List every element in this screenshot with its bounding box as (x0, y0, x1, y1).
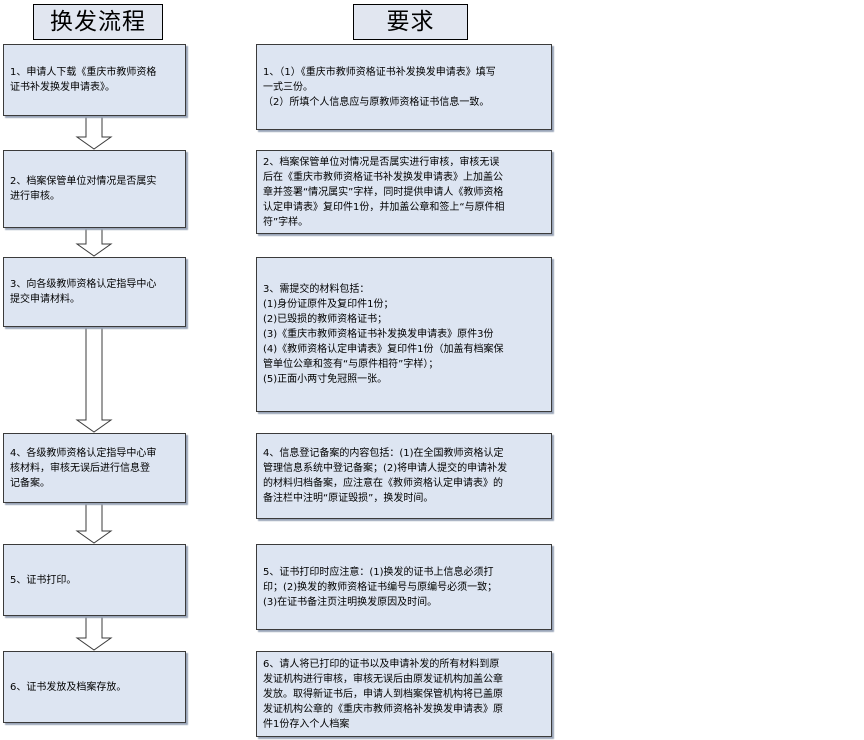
step-box-5: 5、证书打印。 (3, 544, 186, 616)
step-2-line-2: 进行审核。 (10, 191, 60, 202)
req-5-line-2: 印；(2)换发的教师资格证书编号与原编号必须一致； (263, 581, 498, 593)
req-4-line-4: 备注栏中注明“原证毁损”，换发时间。 (263, 493, 434, 504)
req-1-line-2: 一式三份。 (263, 81, 313, 93)
req-2-line-4: 认定申请表》复印件1份，并加盖公章和签上“与原件相 (263, 201, 505, 213)
step-1-line-1: 1、申请人下载《重庆市教师资格 (10, 67, 157, 78)
step-box-4: 4、各级教师资格认定指导中心审 核材料，审核无误后进行信息登 记备案。 (3, 433, 186, 503)
requirement-text-4: 4、信息登记备案的内容包括：(1)在全国教师资格认定 管理信息系统中登记备案；(… (263, 446, 545, 506)
requirement-box-3: 3、需提交的材料包括： (1)身份证原件及复印件1份； (2)已毁损的教师资格证… (256, 257, 552, 412)
down-arrow-icon (75, 327, 113, 433)
down-arrow-icon (75, 116, 113, 150)
req-6-line-3: 发放。取得新证书后，申请人到档案保管机构将已盖原 (263, 688, 503, 700)
req-3-line-6: 管单位公章和签有“与原件相符”字样）； (263, 359, 439, 370)
step-4-line-3: 记备案。 (10, 477, 50, 489)
requirement-box-6: 6、请人将已打印的证书以及申请补发的所有材料到原 发证机构进行审核，审核无误后由… (256, 651, 552, 737)
req-6-line-2: 发证机构进行审核，审核无误后由原发证机构加盖公章 (263, 673, 503, 685)
requirement-text-5: 5、证书打印时应注意：(1)换发的证书上信息必须打 印；(2)换发的教师资格证书… (263, 565, 545, 610)
process-header: 换发流程 (33, 4, 163, 40)
step-5-line-1: 5、证书打印。 (10, 574, 77, 586)
down-arrow-icon (75, 228, 113, 257)
req-6-line-4: 发证机构公章的《重庆市教师资格补发换发申请表》原 (263, 703, 503, 715)
req-2-line-5: 符”字样。 (263, 216, 309, 228)
requirement-box-2: 2、档案保管单位对情况是否属实进行审核，审核无误 后在《重庆市教师资格证书补发换… (256, 150, 552, 234)
requirement-text-3: 3、需提交的材料包括： (1)身份证原件及复印件1份； (2)已毁损的教师资格证… (263, 282, 545, 387)
down-arrow-icon (75, 503, 113, 544)
req-5-line-3: (3)在证书备注页注明换发原因及时间。 (263, 596, 438, 608)
step-text-2: 2、档案保管单位对情况是否属实 进行审核。 (10, 174, 179, 204)
step-text-6: 6、证书发放及档案存放。 (10, 680, 179, 695)
step-4-line-1: 4、各级教师资格认定指导中心审 (10, 447, 157, 459)
req-2-line-2: 后在《重庆市教师资格证书补发换发申请表》上加盖公 (263, 171, 503, 183)
req-6-line-1: 6、请人将已打印的证书以及申请补发的所有材料到原 (263, 658, 500, 670)
step-text-5: 5、证书打印。 (10, 573, 179, 588)
req-1-line-1: 1、（1）《重庆市教师资格证书补发换发申请表》填写 (263, 66, 496, 78)
req-4-line-3: 的材料归档备案，应注意在《教师资格认定申请表》的 (263, 478, 503, 489)
step-text-3: 3、向各级教师资格认定指导中心 提交申请材料。 (10, 277, 179, 307)
req-5-line-1: 5、证书打印时应注意：(1)换发的证书上信息必须打 (263, 566, 494, 578)
requirements-header: 要求 (353, 4, 468, 40)
step-1-line-2: 证书补发换发申请表》。 (10, 82, 115, 93)
req-3-line-2: (1)身份证原件及复印件1份； (263, 299, 394, 310)
req-2-line-3: 章并签署“情况属实”字样，同时提供申请人《教师资格 (263, 186, 504, 198)
step-text-4: 4、各级教师资格认定指导中心审 核材料，审核无误后进行信息登 记备案。 (10, 446, 179, 491)
req-2-line-1: 2、档案保管单位对情况是否属实进行审核，审核无误 (263, 156, 500, 168)
step-4-line-2: 核材料，审核无误后进行信息登 (10, 462, 150, 474)
req-4-line-1: 4、信息登记备案的内容包括：(1)在全国教师资格认定 (263, 448, 504, 459)
requirement-text-6: 6、请人将已打印的证书以及申请补发的所有材料到原 发证机构进行审核，审核无误后由… (263, 657, 545, 732)
req-3-line-5: (4)《教师资格认定申请表》复印件1份（加盖有档案保 (263, 344, 504, 355)
step-6-line-1: 6、证书发放及档案存放。 (10, 681, 127, 693)
step-3-line-1: 3、向各级教师资格认定指导中心 (10, 279, 157, 290)
step-box-6: 6、证书发放及档案存放。 (3, 651, 186, 723)
requirement-box-1: 1、（1）《重庆市教师资格证书补发换发申请表》填写 一式三份。 （2）所填个人信… (256, 44, 552, 130)
step-text-1: 1、申请人下载《重庆市教师资格 证书补发换发申请表》。 (10, 65, 179, 95)
down-arrow-icon (75, 616, 113, 651)
req-3-line-4: (3)《重庆市教师资格证书补发换发申请表》原件3份 (263, 329, 494, 340)
req-6-line-5: 件1份存入个人档案 (263, 718, 350, 730)
requirement-text-1: 1、（1）《重庆市教师资格证书补发换发申请表》填写 一式三份。 （2）所填个人信… (263, 65, 545, 110)
req-1-line-3: （2）所填个人信息应与原教师资格证书信息一致。 (263, 96, 490, 108)
step-box-3: 3、向各级教师资格认定指导中心 提交申请材料。 (3, 257, 186, 327)
step-2-line-1: 2、档案保管单位对情况是否属实 (10, 176, 157, 187)
step-box-1: 1、申请人下载《重庆市教师资格 证书补发换发申请表》。 (3, 44, 186, 116)
requirement-box-4: 4、信息登记备案的内容包括：(1)在全国教师资格认定 管理信息系统中登记备案；(… (256, 433, 552, 519)
step-3-line-2: 提交申请材料。 (10, 294, 80, 305)
req-3-line-1: 3、需提交的材料包括： (263, 284, 370, 295)
requirement-text-2: 2、档案保管单位对情况是否属实进行审核，审核无误 后在《重庆市教师资格证书补发换… (263, 155, 545, 230)
req-3-line-3: (2)已毁损的教师资格证书； (263, 314, 388, 325)
req-4-line-2: 管理信息系统中登记备案；(2)将申请人提交的申请补发 (263, 463, 508, 474)
req-3-line-7: (5)正面小两寸免冠照一张。 (263, 374, 388, 385)
step-box-2: 2、档案保管单位对情况是否属实 进行审核。 (3, 150, 186, 228)
requirement-box-5: 5、证书打印时应注意：(1)换发的证书上信息必须打 印；(2)换发的教师资格证书… (256, 544, 552, 630)
